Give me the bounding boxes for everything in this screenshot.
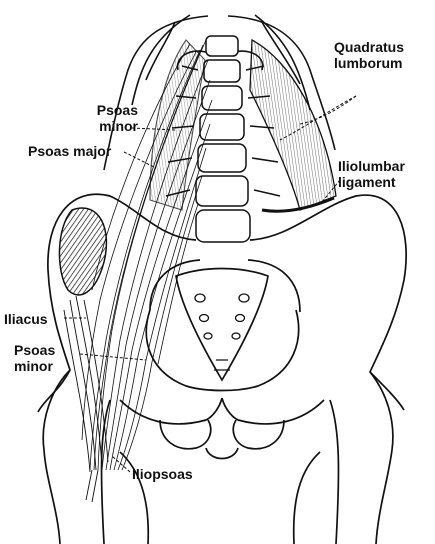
iliacus-label: Iliacus	[4, 311, 48, 327]
iliopsoas-text: Iliopsoas	[132, 466, 193, 482]
psoas-minor-bottom-line1: Psoas	[14, 342, 55, 358]
iliopsoas-label: Iliopsoas	[132, 466, 193, 482]
quadratus-label-line1: Quadratus	[334, 39, 404, 55]
psoas-minor-top-line1: Psoas	[86, 102, 138, 118]
psoas-minor-top-line2: minor	[86, 118, 138, 134]
psoas-minor-top-label: Psoas minor	[86, 102, 138, 134]
iliacus-text: Iliacus	[4, 311, 48, 327]
sacral-foramina	[195, 294, 249, 370]
quadratus-label-line2: lumborum	[334, 55, 404, 71]
psoas-minor-bottom-line2: minor	[14, 358, 55, 374]
iliolumbar-ligament-label: Iliolumbar ligament	[338, 158, 405, 190]
iliolumbar-label-line2: ligament	[338, 174, 405, 190]
iliolumbar-label-line1: Iliolumbar	[338, 158, 405, 174]
psoas-major-label: Psoas major	[28, 143, 111, 159]
iliacus-muscle	[59, 208, 106, 295]
psoas-minor-bottom-label: Psoas minor	[14, 342, 55, 374]
quadratus-lumborum-label: Quadratus lumborum	[334, 39, 404, 71]
psoas-major-text: Psoas major	[28, 143, 111, 159]
